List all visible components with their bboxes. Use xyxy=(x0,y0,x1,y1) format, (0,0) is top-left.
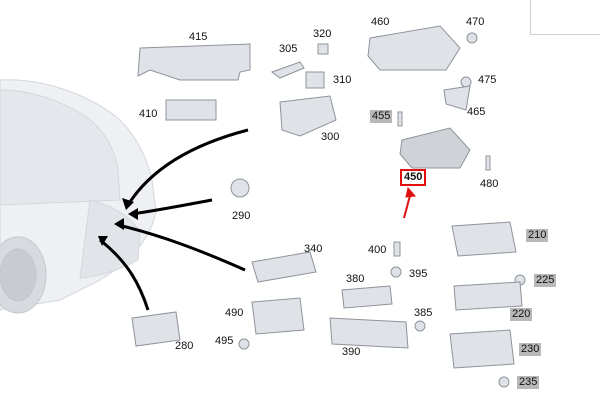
label-220[interactable]: 220 xyxy=(510,308,533,321)
label-495[interactable]: 495 xyxy=(215,335,234,347)
highlight-arrow xyxy=(403,186,417,219)
part-340 xyxy=(251,251,317,283)
part-300 xyxy=(279,95,337,137)
label-385[interactable]: 385 xyxy=(414,307,433,319)
label-305[interactable]: 305 xyxy=(279,43,298,55)
label-290[interactable]: 290 xyxy=(232,210,251,222)
arrow-heads xyxy=(98,198,138,246)
vehicle-thumbnail[interactable] xyxy=(530,0,600,35)
label-410[interactable]: 410 xyxy=(139,108,158,120)
label-415[interactable]: 415 xyxy=(189,31,208,43)
label-395[interactable]: 395 xyxy=(409,268,428,280)
part-280 xyxy=(131,311,181,347)
label-300[interactable]: 300 xyxy=(321,131,340,143)
label-380[interactable]: 380 xyxy=(346,273,365,285)
part-480 xyxy=(485,155,491,171)
part-495 xyxy=(238,338,250,350)
label-390[interactable]: 390 xyxy=(342,346,361,358)
part-305 xyxy=(270,61,305,79)
label-230[interactable]: 230 xyxy=(519,343,542,356)
label-480[interactable]: 480 xyxy=(480,178,499,190)
part-310 xyxy=(305,71,325,89)
label-225[interactable]: 225 xyxy=(534,274,557,287)
part-220 xyxy=(453,281,523,311)
part-415 xyxy=(137,43,251,81)
label-400[interactable]: 400 xyxy=(368,244,387,256)
label-455[interactable]: 455 xyxy=(370,110,393,123)
label-320[interactable]: 320 xyxy=(313,28,332,40)
label-465[interactable]: 465 xyxy=(467,106,486,118)
label-235[interactable]: 235 xyxy=(517,376,540,389)
label-210[interactable]: 210 xyxy=(526,229,549,242)
part-410 xyxy=(165,99,217,121)
part-465 xyxy=(443,85,471,111)
label-490[interactable]: 490 xyxy=(225,307,244,319)
label-310[interactable]: 310 xyxy=(333,74,352,86)
label-475[interactable]: 475 xyxy=(478,74,497,86)
vehicle-wheel xyxy=(0,236,47,314)
part-400 xyxy=(393,241,401,257)
part-380 xyxy=(341,285,393,309)
part-235 xyxy=(498,376,510,388)
label-470[interactable]: 470 xyxy=(466,16,485,28)
part-455 xyxy=(397,111,403,127)
part-460 xyxy=(367,25,461,71)
part-210 xyxy=(451,221,517,257)
label-460[interactable]: 460 xyxy=(371,16,390,28)
label-280[interactable]: 280 xyxy=(175,340,194,352)
part-470 xyxy=(466,32,478,44)
part-395 xyxy=(390,266,402,278)
part-390 xyxy=(329,317,409,349)
part-385 xyxy=(414,320,426,332)
part-450 xyxy=(399,127,471,169)
part-290 xyxy=(230,178,250,198)
label-340[interactable]: 340 xyxy=(304,243,323,255)
pointer-arrows xyxy=(99,128,249,311)
part-320 xyxy=(317,43,329,55)
part-490 xyxy=(251,297,305,335)
part-230 xyxy=(449,329,515,369)
part-475 xyxy=(460,76,472,88)
label-450[interactable]: 450 xyxy=(400,169,427,186)
